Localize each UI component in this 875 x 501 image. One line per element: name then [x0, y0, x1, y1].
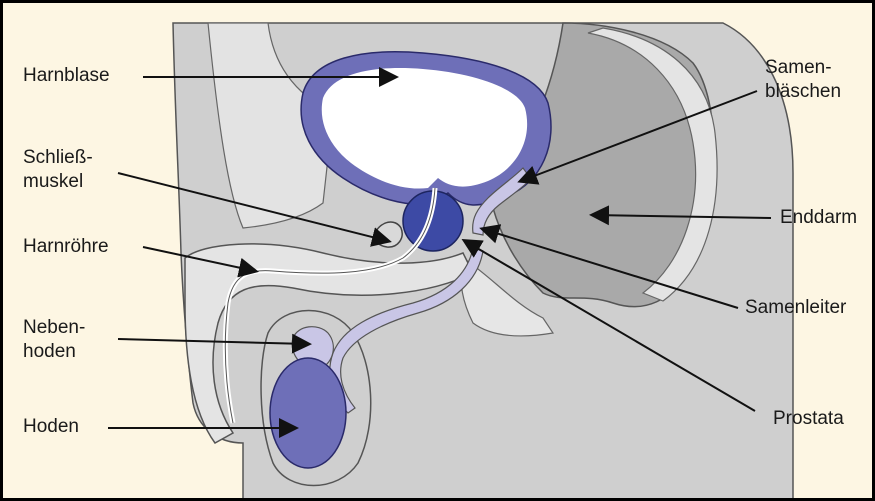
- label-schliessmuskel: Schließ- muskel: [23, 146, 93, 194]
- label-enddarm: Enddarm: [780, 206, 857, 230]
- label-prostata: Prostata: [773, 407, 844, 431]
- label-nebenhoden-line1: Neben-: [23, 316, 85, 340]
- label-samenblaeschen: Samen- bläschen: [765, 56, 841, 104]
- label-schliessmuskel-line2: muskel: [23, 170, 93, 194]
- label-samenblaeschen-line2: bläschen: [765, 80, 841, 104]
- label-samenblaeschen-line1: Samen-: [765, 56, 841, 80]
- label-harnroehre: Harnröhre: [23, 235, 109, 259]
- label-hoden: Hoden: [23, 415, 79, 439]
- anatomy-illustration: [3, 3, 875, 501]
- testis: [270, 358, 346, 468]
- label-nebenhoden: Neben- hoden: [23, 316, 85, 364]
- label-schliessmuskel-line1: Schließ-: [23, 146, 93, 170]
- label-nebenhoden-line2: hoden: [23, 340, 85, 364]
- label-samenleiter: Samenleiter: [745, 296, 846, 320]
- label-harnblase: Harnblase: [23, 64, 110, 88]
